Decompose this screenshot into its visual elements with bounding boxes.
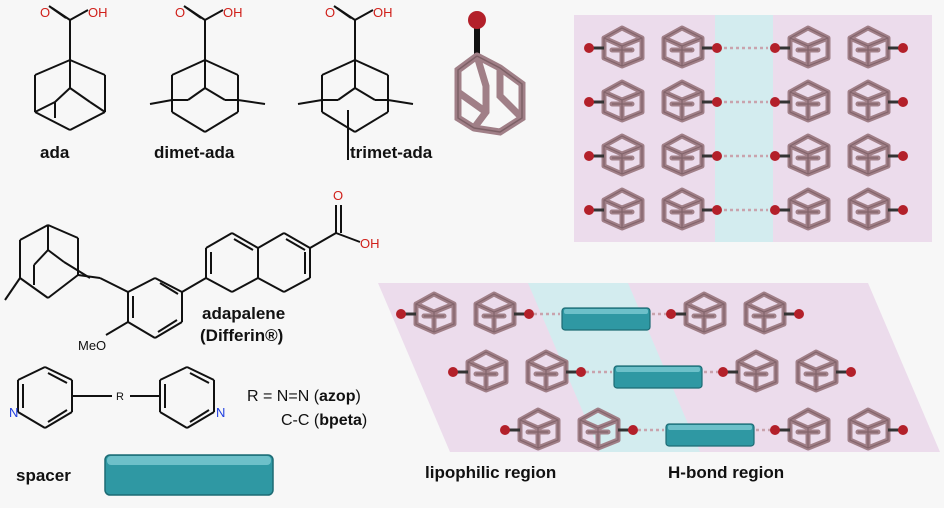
azop-close-text: ) <box>355 388 361 405</box>
spacer-bar <box>104 454 274 496</box>
trimet-ada-label: trimet-ada <box>350 143 433 162</box>
ada-label: ada <box>40 143 70 162</box>
top-cage <box>847 133 908 177</box>
cc-prefix-text: C-C ( <box>281 412 320 429</box>
bottom-cage <box>666 291 727 335</box>
dimet-ada-oh-label: OH <box>223 5 243 20</box>
bpeta-text: bpeta <box>319 412 362 429</box>
bottom-cage <box>473 291 534 335</box>
top-cage <box>661 25 722 69</box>
azop-text: azop <box>319 388 356 405</box>
r-label: R <box>116 391 124 403</box>
top-cage <box>661 79 722 123</box>
top-cage <box>584 79 645 123</box>
dimet-ada-structure <box>149 5 266 133</box>
spacer-r-line: R = N=N (azop) <box>247 388 361 406</box>
bottom-cage <box>396 291 457 335</box>
adamantane-3d-model <box>454 11 526 136</box>
bottom-cage <box>525 349 586 393</box>
top-cage <box>770 79 831 123</box>
bpeta-close-text: ) <box>361 412 368 429</box>
ada-o-label: O <box>40 5 50 20</box>
r-prefix-text: R = N=N ( <box>247 388 320 405</box>
nitrogen-right-label: N <box>216 405 225 420</box>
top-cage <box>661 133 722 177</box>
top-cage <box>584 187 645 231</box>
top-cage <box>770 187 831 231</box>
top-cage <box>770 25 831 69</box>
ada-structure <box>34 5 106 131</box>
bottom-cage <box>795 349 856 393</box>
dimet-ada-label: dimet-ada <box>154 143 235 162</box>
nitrogen-left-label: N <box>9 405 18 420</box>
adapalene-label: adapalene <box>202 304 286 323</box>
top-cage <box>847 79 908 123</box>
differin-label: (Differin®) <box>200 326 284 345</box>
adapalene-structure <box>4 205 361 339</box>
spacer-cc-line: C-C (bpeta) <box>281 412 367 430</box>
bottom-cage <box>770 407 831 451</box>
trimet-ada-o-label: O <box>325 5 335 20</box>
hbond-region-label: H-bond region <box>668 463 785 482</box>
bottom-cage <box>577 407 638 451</box>
spacer-structure <box>17 366 215 429</box>
top-cage <box>847 25 908 69</box>
top-cage <box>770 133 831 177</box>
spacer-label: spacer <box>16 466 71 485</box>
ada-oh-label: OH <box>88 5 108 20</box>
bottom-cage <box>448 349 509 393</box>
top-cage <box>661 187 722 231</box>
trimet-ada-structure <box>297 5 414 160</box>
adapalene-oh-label: OH <box>360 236 380 251</box>
lipophilic-region-label: lipophilic region <box>425 463 557 482</box>
adapalene-o-label: O <box>333 188 343 203</box>
bottom-cage <box>847 407 908 451</box>
trimet-ada-oh-label: OH <box>373 5 393 20</box>
crystal-panel-bottom <box>378 283 940 452</box>
dimet-ada-o-label: O <box>175 5 185 20</box>
top-cage <box>847 187 908 231</box>
bottom-cage <box>743 291 804 335</box>
crystal-panel-top <box>574 15 932 242</box>
methoxy-label: MeO <box>78 338 106 353</box>
top-cage <box>584 25 645 69</box>
bottom-cage <box>718 349 779 393</box>
bottom-cage <box>500 407 561 451</box>
top-cage <box>584 133 645 177</box>
